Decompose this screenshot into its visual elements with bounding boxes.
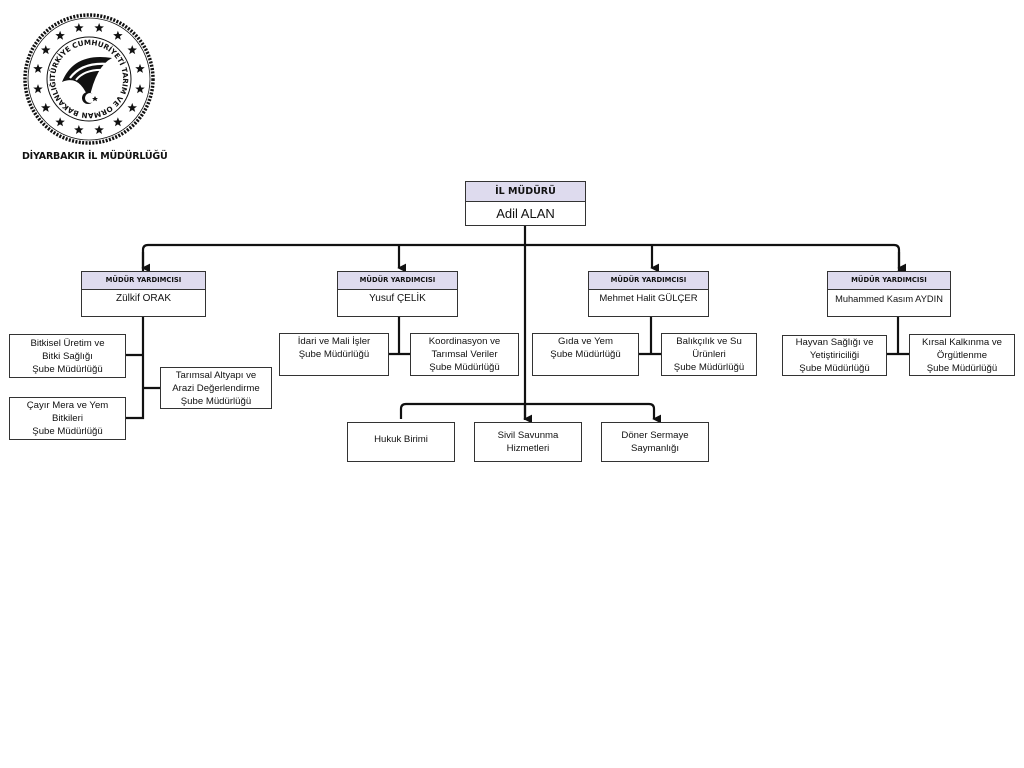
seal-star-icon [41,45,51,55]
unit-box: Hayvan Sağlığı ve Yetiştiriciliği Şube M… [782,335,887,376]
unit-line: Şube Müdürlüğü [180,395,252,407]
unit-line: İdari ve Mali İşler [297,336,371,347]
deputy-name: Muhammed Kasım AYDIN [835,294,943,304]
deputy-title: MÜDÜR YARDIMCISI [828,272,950,290]
deputy-title: MÜDÜR YARDIMCISI [338,272,457,290]
seal-star-icon [135,63,145,73]
organization-name: DİYARBAKIR İL MÜDÜRLÜĞÜ [22,151,168,162]
direct-bus-line [399,402,662,424]
director-name: Adil ALAN [496,206,555,221]
unit-line: Bitkisel Üretim ve [30,337,105,349]
unit-line: Kırsal Kalkınma ve [922,336,1002,348]
seal-star-icon [74,125,84,135]
deputy-name: Mehmet Halit GÜLÇER [599,293,698,304]
seal-star-icon [41,102,51,112]
seal-star-icon [113,30,123,40]
director-title: İL MÜDÜRÜ [466,182,585,202]
unit-box: Gıda ve Yem Şube Müdürlüğü [532,333,639,376]
seal-star-icon [127,102,137,112]
unit-line: Şube Müdürlüğü [32,363,103,375]
unit-line: Ürünleri [692,349,726,360]
deputy-title: MÜDÜR YARDIMCISI [82,272,205,290]
deputy-name: Zülkif ORAK [115,293,171,304]
unit-line: Şube Müdürlüğü [673,362,745,373]
seal-star-icon [74,23,84,33]
seal-star-icon [113,117,123,127]
unit-line: Şube Müdürlüğü [799,363,870,374]
unit-line: Şube Müdürlüğü [32,426,103,437]
unit-box: İdari ve Mali İşler Şube Müdürlüğü [279,333,389,376]
unit-line: Tarımsal Altyapı ve [175,369,257,381]
deputy-box: MÜDÜR YARDIMCISI Yusuf ÇELİK [337,271,458,317]
unit-line: Hizmetleri [506,443,550,454]
unit-line: Bitki Sağlığı [42,350,93,362]
unit-line: Şube Müdürlüğü [550,349,621,360]
unit-line: Örgütlenme [936,349,988,361]
unit-line: Arazi Değerlendirme [172,382,260,394]
unit-box-sivil-savunma: Sivil Savunma Hizmetleri [474,422,582,462]
unit-box: Kırsal Kalkınma ve Örgütlenme Şube Müdür… [909,334,1015,376]
seal-star-icon [94,23,104,33]
unit-line: Sivil Savunma [497,430,559,441]
unit-line: Yetiştiriciliği [809,350,860,361]
unit-line: Koordinasyon ve [428,336,501,347]
unit-line: Saymanlığı [631,443,679,454]
seal-star-icon [33,63,43,73]
deputy-bus-line [141,243,907,276]
unit-line: Çayır Mera ve Yem [26,400,109,411]
unit-line: Şube Müdürlüğü [429,362,500,373]
seal-star-icon [94,125,104,135]
deputy-box: MÜDÜR YARDIMCISI Zülkif ORAK [81,271,206,317]
unit-line: Bitkileri [52,413,83,424]
dep1-branch [126,317,145,420]
seal-star-icon [127,45,137,55]
unit-line: Tarımsal Veriler [431,349,498,360]
seal-star-icon [33,84,43,94]
unit-line: Hukuk Birimi [374,434,428,445]
unit-box: Tarımsal Altyapı ve Arazi Değerlendirme … [160,367,272,409]
unit-box-hukuk: Hukuk Birimi [347,422,455,462]
unit-line: Şube Müdürlüğü [926,362,998,374]
unit-box: Koordinasyon ve Tarımsal Veriler Şube Mü… [410,333,519,376]
unit-box: Balıkçılık ve Su Ürünleri Şube Müdürlüğü [661,333,757,376]
deputy-title: MÜDÜR YARDIMCISI [589,272,708,290]
unit-line: Şube Müdürlüğü [298,349,370,360]
unit-line: Gıda ve Yem [558,336,613,347]
deputy-name: Yusuf ÇELİK [369,293,426,304]
director-box: İL MÜDÜRÜ Adil ALAN [465,181,586,226]
unit-line: Hayvan Sağlığı ve [795,337,874,348]
unit-box-doner-sermaye: Döner Sermaye Saymanlığı [601,422,709,462]
ministry-seal-icon: TÜRKİYE CUMHURİYETİ TARIM VE ORMAN BAKAN… [22,12,156,146]
seal-star-icon [55,30,65,40]
deputy-box: MÜDÜR YARDIMCISI Muhammed Kasım AYDIN [827,271,951,317]
unit-box: Çayır Mera ve Yem Bitkileri Şube Müdürlü… [9,397,126,440]
seal-star-icon [135,84,145,94]
unit-line: Döner Sermaye [621,430,689,441]
seal-star-icon [55,117,65,127]
deputy-box: MÜDÜR YARDIMCISI Mehmet Halit GÜLÇER [588,271,709,317]
unit-line: Balıkçılık ve Su [676,336,742,347]
unit-box: Bitkisel Üretim ve Bitki Sağlığı Şube Mü… [9,334,126,378]
